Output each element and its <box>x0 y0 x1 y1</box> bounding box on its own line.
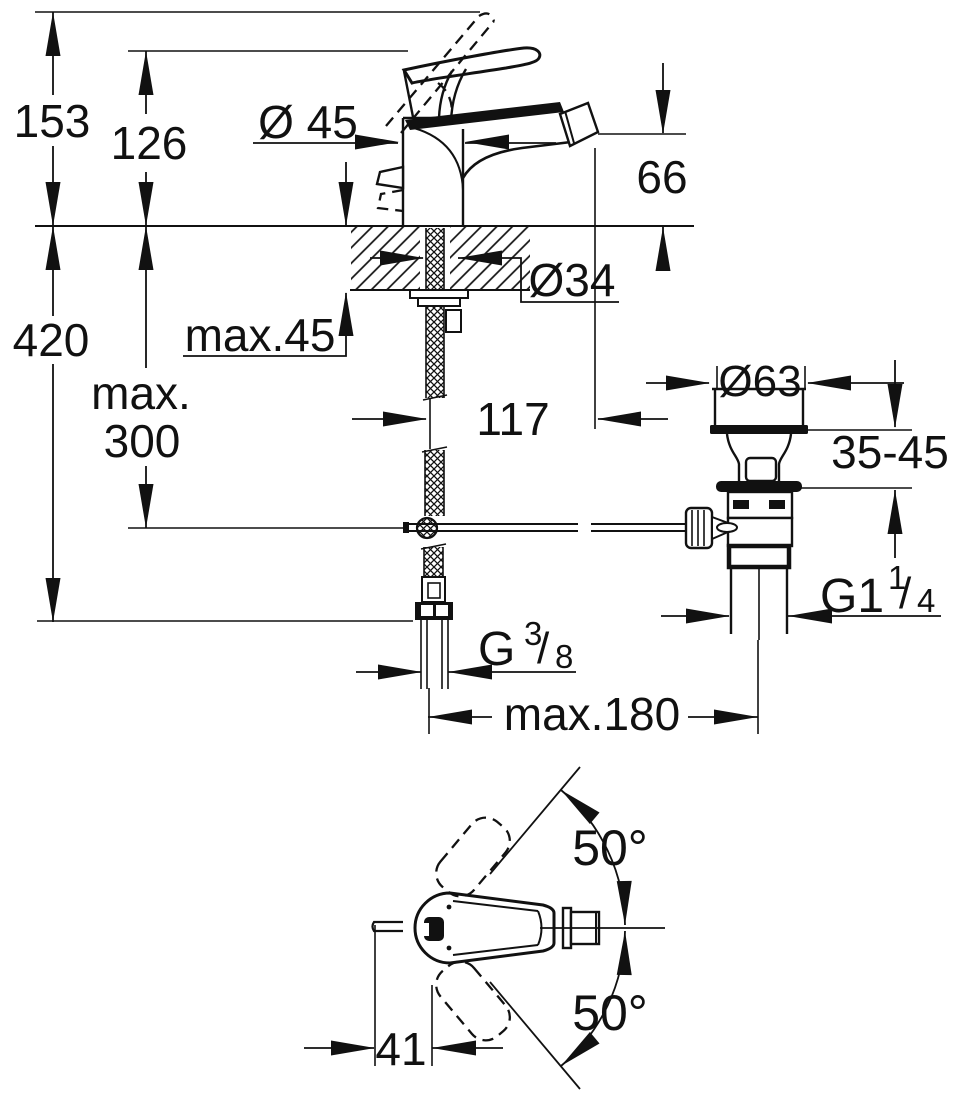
dim-spout-diameter: Ø 45 <box>258 96 358 148</box>
pop-up-knob <box>375 165 405 190</box>
extension-lines <box>35 11 912 734</box>
dim-drain-diameter: Ø63 <box>718 357 801 406</box>
dim-153: 153 <box>14 95 91 147</box>
drain-tailpipe <box>729 567 789 634</box>
lever-stub <box>371 920 403 933</box>
faucet-top-body <box>371 816 601 1042</box>
hose-thread-numerator: 3 <box>524 615 542 652</box>
raised-lever-dashed <box>376 12 496 213</box>
hose-thread-slash: / <box>537 624 550 673</box>
supply-hoses <box>409 228 469 689</box>
rod-knurled-nut <box>684 506 714 550</box>
pop-up-rod <box>403 516 717 540</box>
hose-thread-denominator: 8 <box>555 638 573 675</box>
drain-flange <box>716 481 802 492</box>
lever-offset-dimension <box>304 925 503 1066</box>
body-outline <box>413 891 556 965</box>
dim-hole-diameter: Ø34 <box>529 254 616 306</box>
front-view: 153 126 Ø 45 66 420 max.45 Ø34 max. 300 … <box>13 11 949 740</box>
dim-66: 66 <box>636 151 687 203</box>
dim-max45: max.45 <box>185 309 336 361</box>
swivel-range <box>489 766 665 1090</box>
dim-126: 126 <box>111 117 188 169</box>
lever-rotated-down-dashed <box>435 960 511 1042</box>
dim-hose-thread: G 3 / 8 <box>478 615 573 676</box>
dim-max300-line2: 300 <box>104 415 181 467</box>
dim-41: 41 <box>375 1023 426 1075</box>
faucet-body <box>375 12 600 226</box>
lever-handle <box>401 46 542 85</box>
lever-rotated-up-dashed <box>435 816 511 898</box>
spout-top-edge <box>405 102 564 130</box>
spout-inner-curve <box>413 127 464 191</box>
drain-thread-numerator: 1 <box>888 559 906 596</box>
dim-420: 420 <box>13 314 90 366</box>
drain-thread-slash: / <box>899 569 912 618</box>
dim-swivel-up: 50° <box>572 820 648 876</box>
top-view: 50° 50° 41 <box>304 766 665 1090</box>
hose-thread-base: G <box>478 623 515 676</box>
dim-117: 117 <box>476 393 549 445</box>
drain-valve <box>684 387 808 640</box>
drain-thread-base: G1 <box>820 570 884 623</box>
dim-drain-thread: G1 1 / 4 <box>820 559 935 623</box>
rod-ball-joint <box>415 516 439 540</box>
aerator <box>558 101 600 148</box>
dim-max180: max.180 <box>504 688 680 740</box>
dim-max300-line1: max. <box>91 367 191 419</box>
spout-underside <box>461 140 572 179</box>
hose-pipe <box>420 620 449 689</box>
drain-cap-ring <box>710 425 808 434</box>
clamp-plate <box>409 289 469 299</box>
dim-swivel-down: 50° <box>572 985 648 1041</box>
shank-fitting <box>445 309 462 333</box>
drain-thread-denominator: 4 <box>917 582 935 619</box>
drain-body-box <box>726 543 792 570</box>
drain-knob <box>744 456 778 483</box>
dim-clamping-range: 35-45 <box>831 426 949 478</box>
